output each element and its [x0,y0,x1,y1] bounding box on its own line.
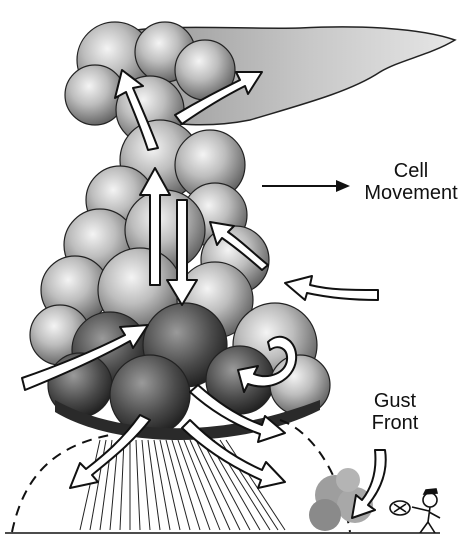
cell-movement-label: Cell Movement [352,160,470,204]
gust-front-label: Gust Front [360,390,430,434]
cell-movement-line1: Cell [352,160,470,182]
cell-movement-arrow [262,180,350,192]
gust-front-line1: Gust [360,390,430,412]
cell-movement-line2: Movement [352,182,470,204]
inflow-arrow-right [285,276,378,300]
gust-front-line2: Front [360,412,430,434]
person-figure [390,489,440,533]
